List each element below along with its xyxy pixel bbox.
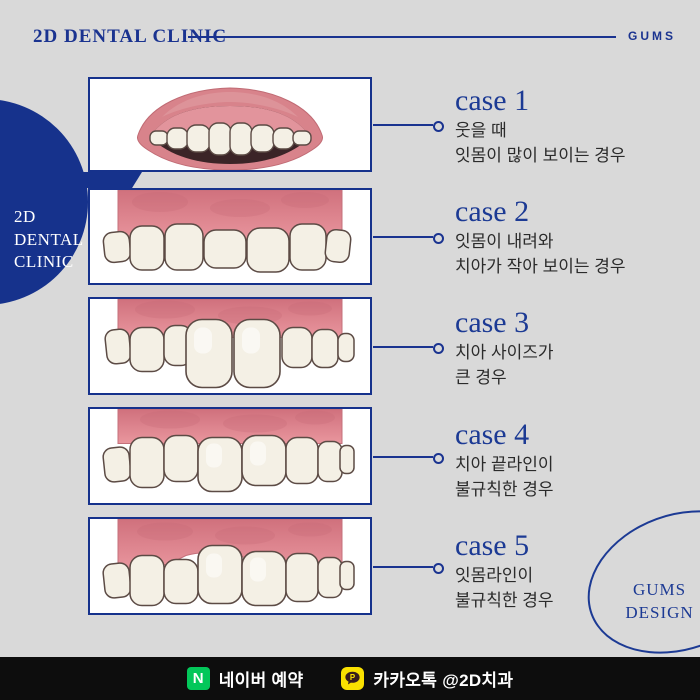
case-2-desc-line-2: 치아가 작아 보이는 경우 — [455, 257, 626, 276]
stamp-line-1: GUMS — [632, 580, 687, 599]
case-1-connector-line — [373, 124, 433, 126]
kakao-channel-badge: P 카카오톡 @2D치과 — [341, 666, 513, 691]
naver-booking-label: 네이버 예약 — [218, 671, 304, 690]
svg-text:P: P — [350, 673, 355, 682]
case-1-title-block: case 1 — [455, 86, 690, 116]
case-5-connector-ring-icon — [433, 563, 444, 574]
case-5-title-block: case 5 — [455, 531, 690, 561]
case-2-title: case 2 — [455, 195, 530, 228]
case-4-connector-line — [373, 456, 433, 458]
case-2-connector-ring-icon — [433, 233, 444, 244]
case-3-illustration — [88, 297, 372, 395]
kakaotalk-icon: P — [341, 667, 365, 690]
case-2-description: 잇몸이 내려와 치아가 작아 보이는 경우 — [455, 229, 690, 279]
case-4-desc-line-2: 불규칙한 경우 — [455, 480, 554, 499]
case-4-connector-ring-icon — [433, 453, 444, 464]
case-2-title-block: case 2 — [455, 197, 690, 227]
footer-bar: N 네이버 예약 P 카카오톡 @2D치과 — [0, 657, 700, 700]
case-5-desc-line-2: 불규칙한 경우 — [455, 591, 554, 610]
stamp-line-2: DESIGN — [625, 603, 694, 622]
case-3-connector-ring-icon — [433, 343, 444, 354]
badge-line-3: CLINIC — [14, 252, 74, 271]
clinic-badge-circle — [0, 99, 88, 305]
badge-line-2: DENTAL — [14, 229, 84, 249]
case-4-title: case 4 — [455, 418, 530, 451]
badge-line-1: 2D — [14, 207, 36, 226]
case-3-connector-line — [373, 346, 433, 348]
case-3-title: case 3 — [455, 306, 530, 339]
case-4-desc-line-1: 치아 끝라인이 — [455, 455, 554, 474]
decorative-band — [0, 172, 142, 188]
case-1-description: 웃을 때 잇몸이 많이 보이는 경우 — [455, 118, 690, 168]
case-5-connector-line — [373, 566, 433, 568]
case-2-connector-line — [373, 236, 433, 238]
case-3-description: 치아 사이즈가 큰 경우 — [455, 340, 690, 390]
case-1-title: case 1 — [455, 84, 530, 117]
case-1-illustration — [88, 77, 372, 172]
gums-design-stamp-text: GUMS DESIGN — [612, 578, 700, 624]
kakao-channel-label: 카카오톡 @2D치과 — [373, 671, 514, 690]
kakao-bubble-icon: P — [345, 671, 361, 685]
case-3-desc-line-1: 치아 사이즈가 — [455, 343, 554, 362]
case-1-connector-ring-icon — [433, 121, 444, 132]
header-divider — [188, 36, 616, 38]
case-5-desc-line-1: 잇몸라인이 — [455, 566, 534, 585]
clinic-brand-title: 2D DENTAL CLINIC — [33, 26, 228, 47]
large-teeth-icon — [104, 299, 355, 389]
case-2-desc-line-1: 잇몸이 내려와 — [455, 232, 554, 251]
naver-icon: N — [186, 667, 210, 690]
case-5-title: case 5 — [455, 529, 530, 562]
gummy-smile-icon — [137, 87, 323, 170]
case-4-illustration — [88, 407, 372, 505]
case-5-illustration — [88, 517, 372, 615]
case-1-desc-line-1: 웃을 때 — [455, 121, 507, 140]
case-2-illustration — [88, 188, 372, 285]
irregular-gumline-icon — [102, 519, 355, 607]
small-teeth-icon — [102, 190, 352, 273]
case-4-title-block: case 4 — [455, 420, 690, 450]
irregular-edge-teeth-icon — [102, 409, 355, 493]
naver-booking-badge: N 네이버 예약 — [186, 666, 304, 691]
clinic-badge-text: 2D DENTAL CLINIC — [14, 206, 84, 274]
header-gums-tag: GUMS — [628, 29, 676, 43]
case-5-description: 잇몸라인이 불규칙한 경우 — [455, 563, 690, 613]
case-3-desc-line-2: 큰 경우 — [455, 368, 507, 387]
case-4-description: 치아 끝라인이 불규칙한 경우 — [455, 452, 690, 502]
case-3-title-block: case 3 — [455, 308, 690, 338]
case-1-desc-line-2: 잇몸이 많이 보이는 경우 — [455, 146, 626, 165]
